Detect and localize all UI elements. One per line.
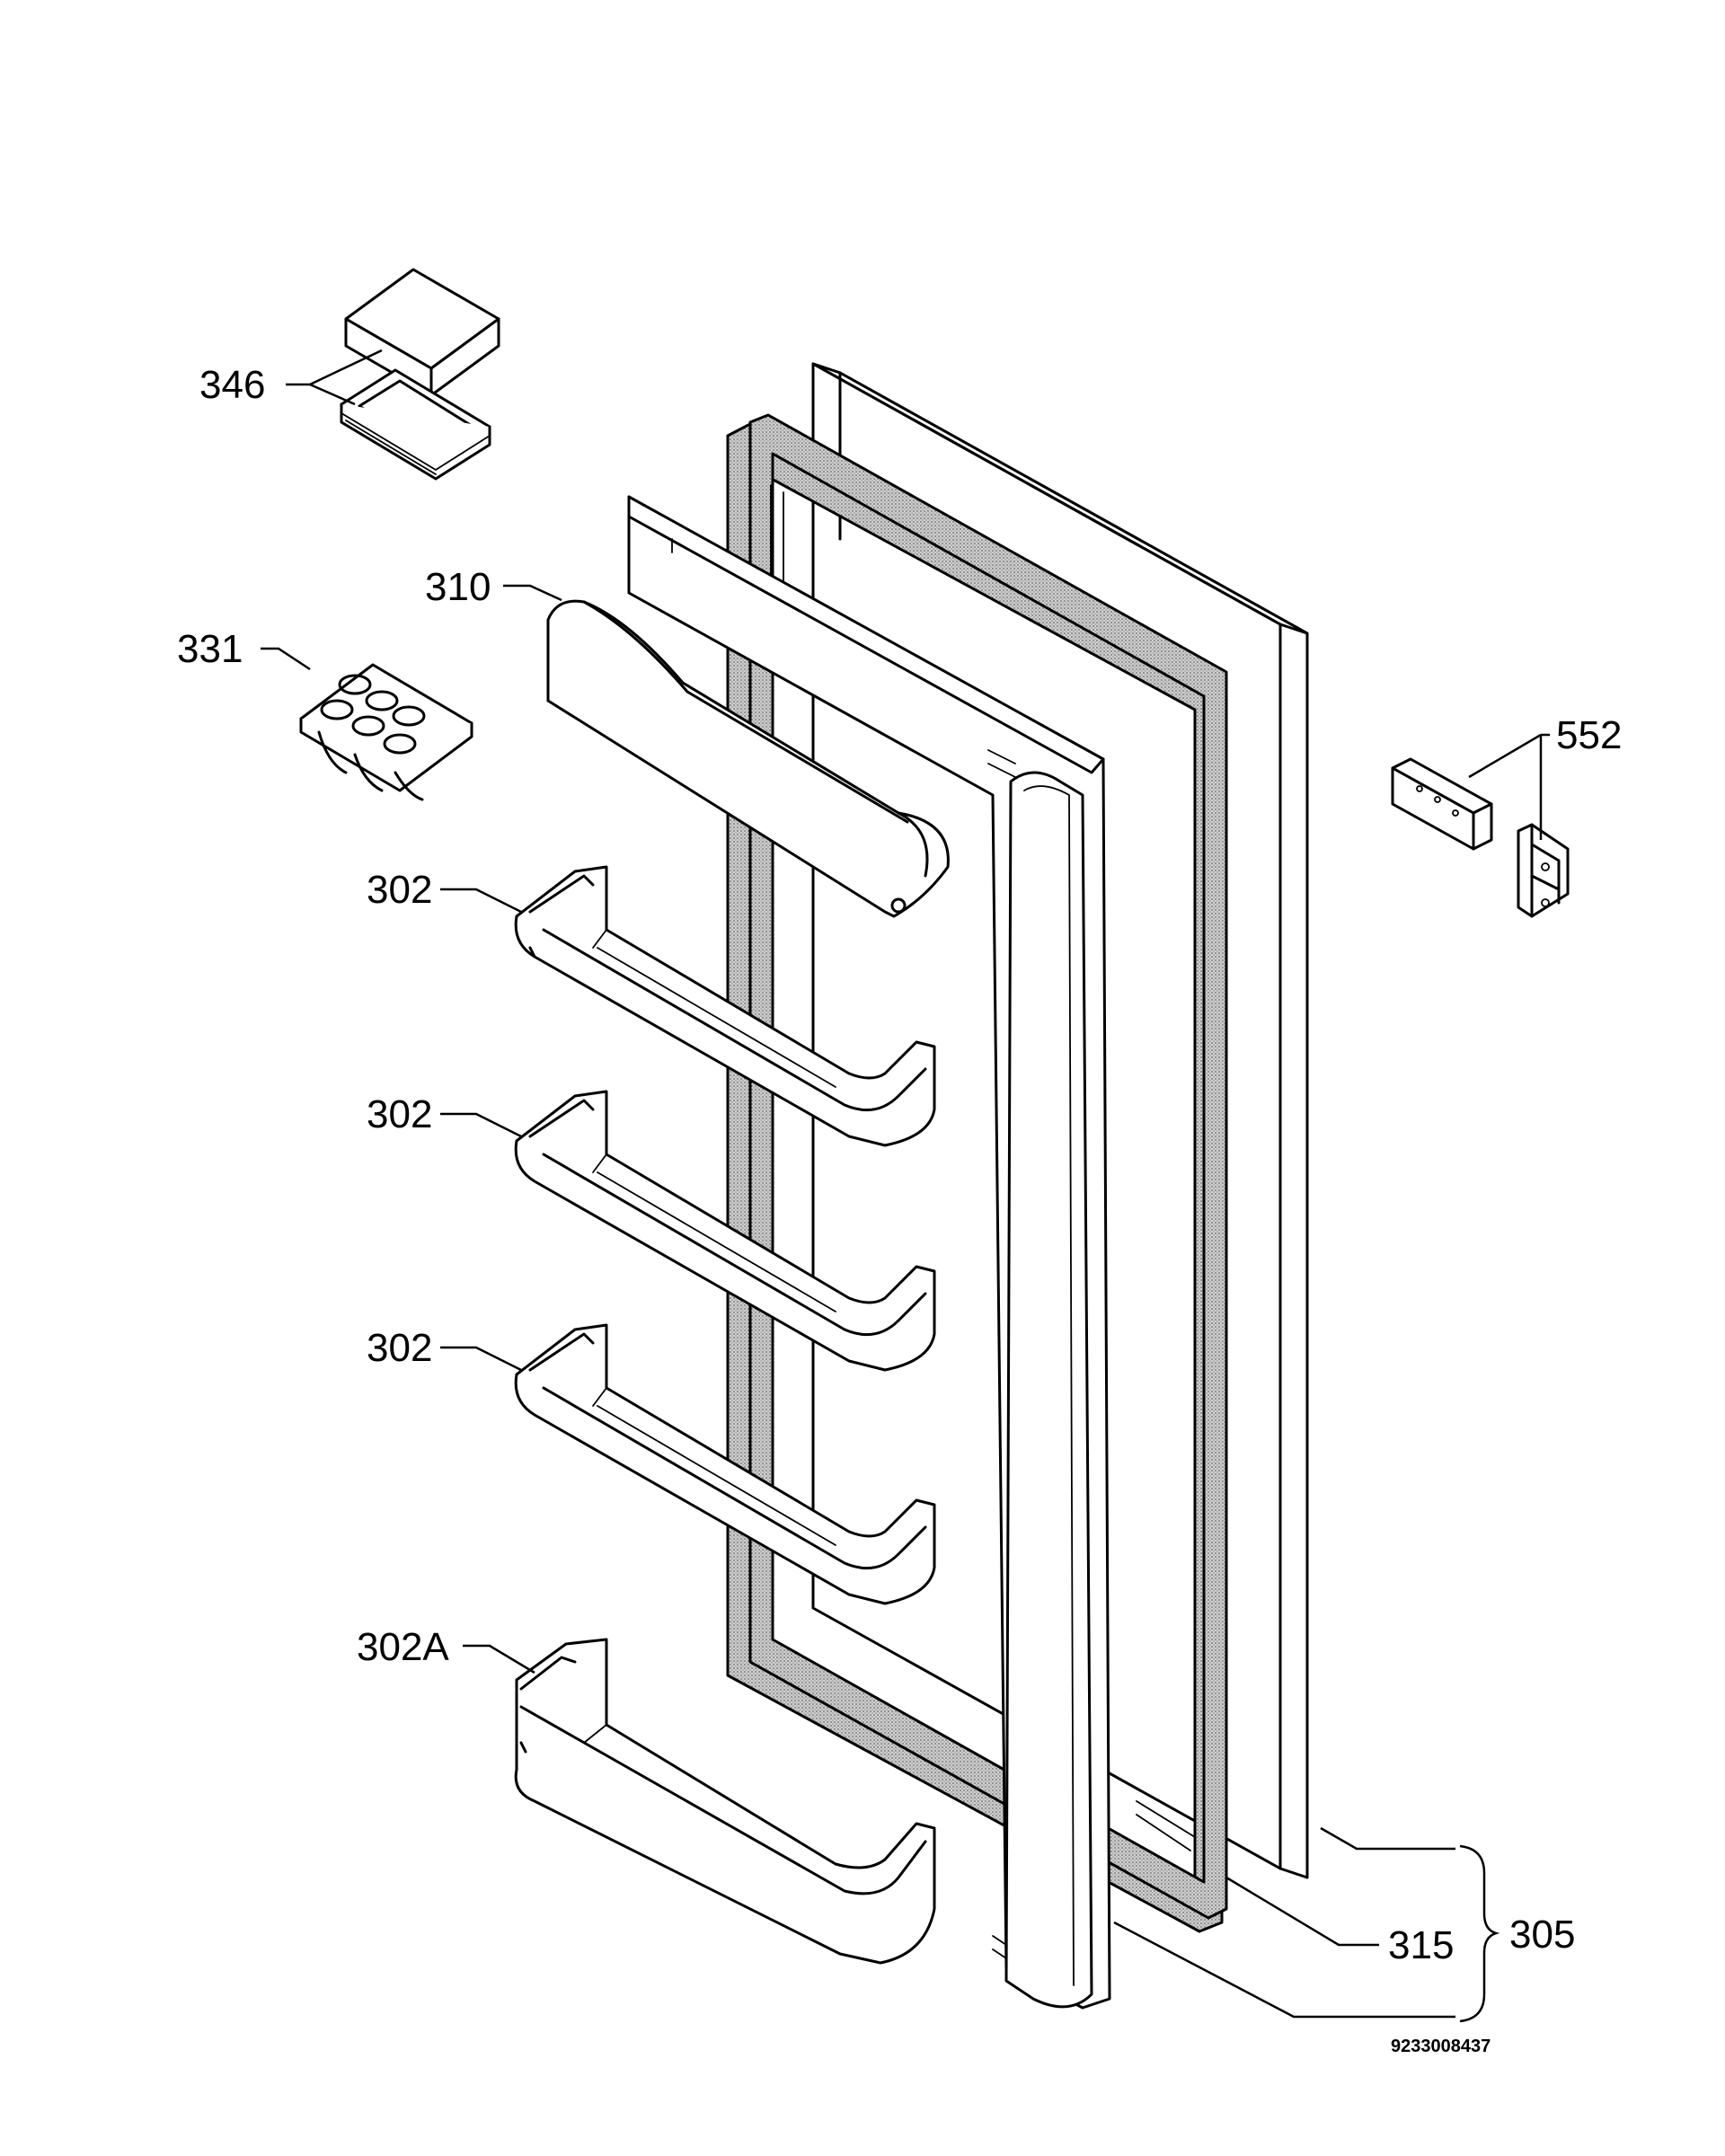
leader-lines [261,349,1550,2023]
label-552: 552 [1556,713,1622,757]
inner-door-liner [627,495,1111,2010]
part-302a-bottle-shelf [514,1638,936,1965]
part-552-hinge-plate [1391,757,1493,851]
label-310: 310 [425,565,491,609]
part-310-butter-compartment [546,599,950,918]
label-302-shelf-2: 302 [367,1092,432,1136]
part-302-door-shelf-2 [514,1090,936,1372]
label-331: 331 [177,627,243,671]
document-number: 9233008437 [1391,2037,1491,2056]
label-346: 346 [199,363,265,407]
part-346-cover [340,268,500,481]
part-331-egg-tray [299,663,473,801]
label-305: 305 [1509,1913,1575,1957]
part-552-hinge-bracket [1517,823,1570,918]
label-315: 315 [1388,1923,1454,1967]
part-302-door-shelf-3 [514,1323,936,1605]
part-302-door-shelf-1 [514,865,936,1147]
label-302-shelf-1: 302 [367,868,432,912]
part-labels: 346 331 310 302 302 302 302A 552 315 305… [177,363,1622,2056]
label-302a: 302A [357,1625,449,1669]
label-302-shelf-3: 302 [367,1326,432,1370]
